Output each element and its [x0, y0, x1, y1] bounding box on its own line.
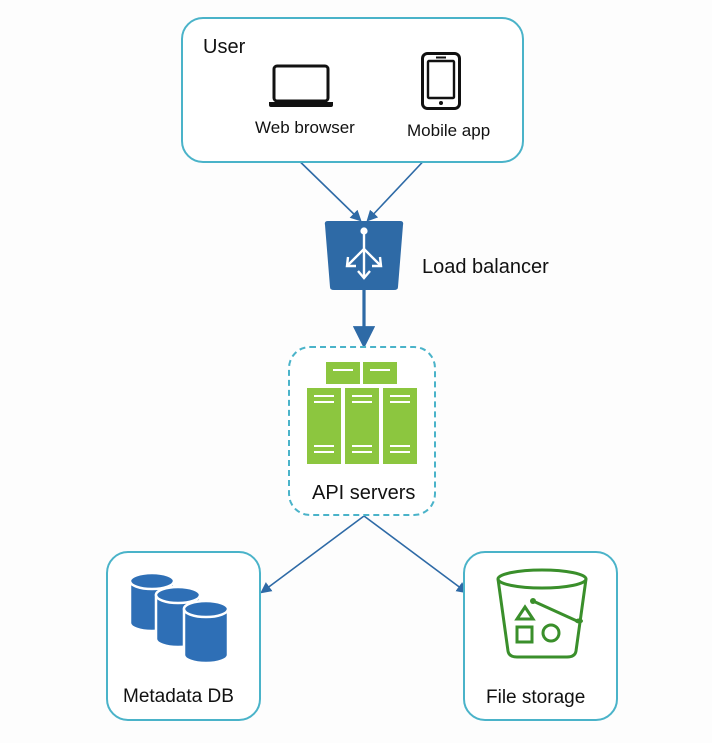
laptop-icon: [269, 64, 333, 107]
arrow-mobile-to-lb: [366, 151, 433, 222]
mobile-app-label: Mobile app: [407, 121, 491, 140]
server-rack-icon: [307, 362, 417, 464]
storage-bucket-icon: [496, 568, 588, 659]
web-browser-label: Web browser: [255, 118, 355, 137]
load-balancer-icon: [324, 221, 404, 290]
metadata-db-box: Metadata DB: [106, 551, 261, 721]
smartphone-icon: [421, 52, 461, 110]
metadata-db-label: Metadata DB: [123, 686, 234, 707]
database-icon: [128, 571, 230, 665]
api-servers-box: API servers: [288, 346, 436, 516]
user-group-box: User Web browser Mobile app: [181, 17, 524, 163]
file-storage-box: File storage: [463, 551, 618, 721]
load-balancer-label: Load balancer: [422, 256, 549, 278]
user-group-title: User: [203, 36, 246, 58]
arrow-api-to-db: [260, 515, 365, 594]
api-servers-label: API servers: [312, 482, 416, 504]
arrow-api-to-storage: [363, 515, 468, 594]
file-storage-label: File storage: [486, 687, 586, 708]
